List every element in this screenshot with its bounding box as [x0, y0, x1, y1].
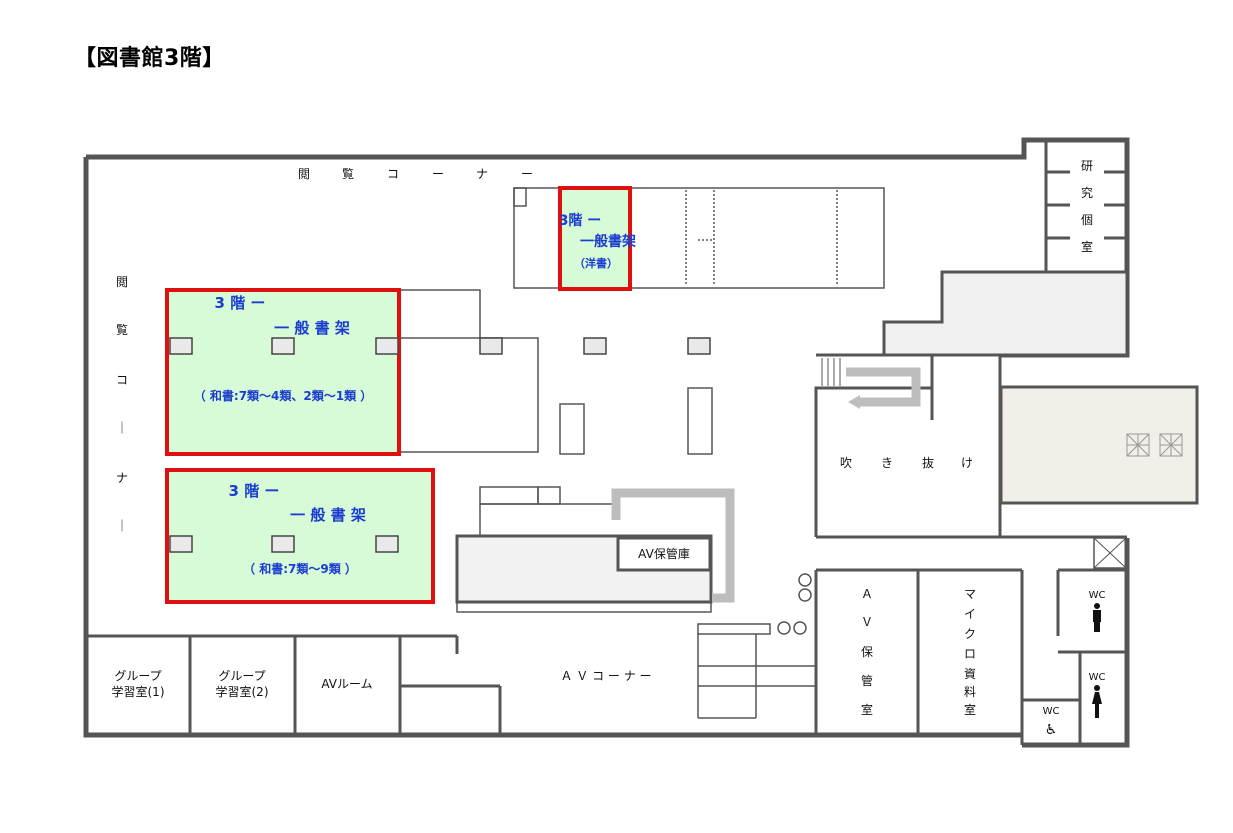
atrium-char-2: き [881, 456, 893, 470]
stair-treads [821, 358, 841, 386]
wc-men-label: WC [1089, 590, 1106, 601]
research-char-2: 究 [1081, 185, 1093, 200]
micro-char-1: マ [964, 587, 976, 601]
shelf-western-line2: 一般書架 [580, 233, 636, 250]
corridor-top-char-5: ナ [476, 167, 488, 181]
micro-char-7: 室 [964, 702, 976, 717]
annex-vents [1126, 433, 1183, 457]
micro-char-2: イ [964, 607, 976, 621]
top-shelf-block [513, 187, 885, 289]
av-store-char-2: Ｖ [861, 615, 873, 629]
shelf-japanese-b: 3 階 ー 一 般 書 架 （ 和書:7類～9類 ） [165, 468, 435, 604]
shelf-western: 3階 ー 一般書架 （洋書） [558, 186, 636, 291]
corridor-top-char-6: ー [521, 167, 533, 181]
corridor-left-char-1: 閲 [116, 275, 128, 289]
av-store-char-4: 管 [861, 673, 873, 688]
group2-line1: グループ [218, 669, 265, 683]
shelf-japanese-a-line3: （ 和書:7類～4類、2類～1類 ） [194, 388, 373, 403]
atrium-label: 吹 き 抜 け [840, 456, 973, 470]
shelf-japanese-b-line1: 3 階 ー [229, 482, 280, 500]
group2-line2: 学習室(2) [216, 684, 269, 699]
group1-line1: グループ [114, 669, 161, 683]
corridor-top-label: 閲 覧 コ ー ナ ー [298, 167, 533, 181]
atrium-char-1: 吹 [840, 456, 852, 470]
central-outlines [400, 289, 713, 455]
av-store-char-1: Ａ [861, 587, 873, 601]
woman-icon [1092, 685, 1102, 718]
micro-char-3: ク [964, 627, 976, 641]
av-store-char-5: 室 [861, 702, 873, 717]
av-storage-rail [611, 488, 735, 603]
micro-char-5: 資 [964, 667, 976, 681]
stair-arrow-head [848, 395, 860, 409]
micro-char-4: ロ [964, 647, 976, 661]
corridor-top-char-2: 覧 [342, 167, 354, 181]
shelf-japanese-a-line2: 一 般 書 架 [274, 319, 350, 337]
av-storage-area [455, 486, 713, 613]
micro-char-6: 料 [964, 685, 976, 699]
av-store-vertical-label: Ａ Ｖ 保 管 室 [861, 587, 873, 717]
av-room-label: AVルーム [321, 677, 372, 691]
group-room-1-label: グループ 学習室(1) [112, 669, 165, 699]
research-char-1: 研 [1081, 159, 1093, 173]
stair-arrow [846, 367, 921, 407]
research-char-3: 個 [1081, 213, 1093, 227]
group1-line2: 学習室(1) [112, 684, 165, 699]
stair-blocks [882, 270, 1129, 357]
staircase [814, 353, 1002, 539]
research-char-4: 室 [1081, 239, 1093, 254]
corridor-left-char-6: ｜ [116, 519, 128, 533]
av-store-char-3: 保 [861, 645, 873, 659]
shelf-japanese-b-line2: 一 般 書 架 [290, 506, 366, 524]
corridor-top-char-1: 閲 [298, 167, 310, 181]
shelf-western-line3: （洋書） [574, 256, 618, 270]
corridor-top-char-3: コ [387, 167, 399, 181]
micro-room-label: マ イ ク ロ 資 料 室 [964, 587, 976, 717]
research-label: 研 究 個 室 [1081, 159, 1093, 254]
shelf-japanese-b-line3: （ 和書:7類～9類 ） [243, 561, 357, 576]
shelf-japanese-a: 3 階 ー 一 般 書 架 （ 和書:7類～4類、2類～1類 ） [165, 288, 401, 456]
bottom-walls [86, 535, 1127, 735]
shelf-western-line1: 3階 ー [559, 212, 602, 229]
wheelchair-icon: ♿ [1045, 722, 1058, 738]
corridor-left-char-3: コ [116, 373, 128, 387]
group-room-2-label: グループ 学習室(2) [216, 669, 269, 699]
wc-access-label: WC [1043, 706, 1060, 717]
man-icon [1093, 603, 1101, 632]
atrium-char-4: け [961, 456, 973, 470]
corridor-left-char-2: 覧 [116, 323, 128, 337]
wc-women-label: WC [1089, 672, 1106, 683]
av-storage-label: AV保管庫 [638, 546, 690, 561]
corridor-top-char-4: ー [432, 167, 444, 181]
map-title: 【図書館3階】 [74, 46, 225, 71]
corridor-left-label: 閲 覧 コ ｜ ナ ｜ [116, 275, 128, 533]
wc-area [1020, 537, 1127, 745]
corridor-left-char-5: ナ [116, 471, 128, 485]
research-room [1044, 142, 1127, 274]
av-corner-label: Ａ Ｖ コ ー ナ ー [560, 669, 651, 683]
av-corner-partitions [697, 573, 816, 719]
shelf-japanese-a-line1: 3 階 ー [215, 294, 266, 312]
corridor-left-char-4: ｜ [116, 421, 128, 435]
atrium-char-3: 抜 [922, 456, 934, 470]
